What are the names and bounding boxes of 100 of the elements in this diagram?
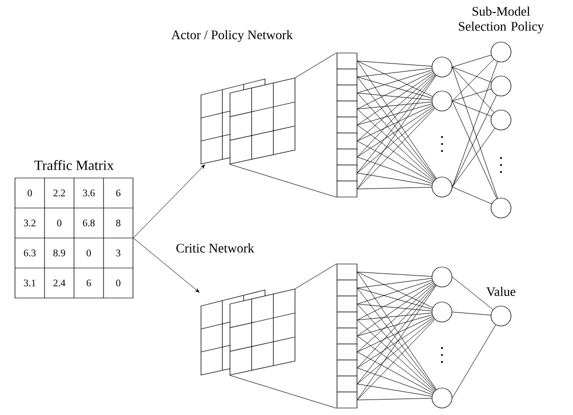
connection-line <box>357 92 436 180</box>
connection-line <box>357 282 434 336</box>
node-label: Traffic Matrix <box>34 160 114 170</box>
connection-line <box>357 140 434 182</box>
neuron-circle <box>490 76 512 96</box>
connection-line <box>357 280 432 304</box>
table-cell: 0 <box>57 220 62 226</box>
connection-line <box>133 164 205 238</box>
vector-cell <box>336 312 358 328</box>
connection-line <box>452 59 494 102</box>
connection-line <box>357 124 434 182</box>
connection-line <box>357 304 432 312</box>
connection-line <box>357 304 436 391</box>
projection-line <box>229 164 337 198</box>
neuron-circle <box>432 388 452 408</box>
connection-line <box>357 70 432 94</box>
connection-line <box>133 238 200 292</box>
connection-line <box>452 128 496 188</box>
vector-cell <box>336 132 358 150</box>
connection-line <box>357 317 434 368</box>
vector-cell <box>336 264 358 280</box>
connection-line <box>357 71 434 110</box>
connection-line <box>357 272 433 308</box>
projection-line <box>295 52 337 78</box>
connection-line <box>357 74 436 158</box>
vector-cell <box>336 376 358 392</box>
connection-line <box>452 100 492 116</box>
connection-line <box>357 105 433 142</box>
connection-line <box>357 72 434 126</box>
table-cell: 0 <box>86 250 91 256</box>
connection-line <box>452 100 497 199</box>
connection-line <box>357 172 432 186</box>
connection-line <box>357 272 432 277</box>
table-cell: 2.2 <box>53 190 65 196</box>
neuron-circle <box>432 302 452 322</box>
connection-line <box>452 324 496 398</box>
connection-line <box>357 60 432 67</box>
connection-line <box>357 106 434 158</box>
neuron-circle <box>490 198 512 218</box>
vector-cell <box>336 296 358 312</box>
connection-line <box>357 60 433 97</box>
table-cell: 6 <box>116 190 120 196</box>
connection-line <box>357 398 432 400</box>
projection-line <box>295 263 337 289</box>
neuron-circle <box>432 90 452 112</box>
projection-line <box>229 375 337 409</box>
connection-line <box>357 284 436 368</box>
vector-cell <box>336 392 358 408</box>
connection-line <box>357 76 432 98</box>
connection-line <box>357 104 432 126</box>
neuron-circle <box>432 176 452 198</box>
table-cell: 6.3 <box>24 250 36 256</box>
connection-line <box>357 316 433 352</box>
connection-line <box>357 92 432 100</box>
table-cell: 3.6 <box>83 190 95 196</box>
vector-cell <box>336 52 358 70</box>
table-cell: 6.8 <box>82 220 95 226</box>
connection-line <box>357 156 433 184</box>
neuron-circle <box>490 110 512 130</box>
vector-cell <box>336 180 358 198</box>
vector-cell <box>336 148 358 166</box>
connection-line <box>357 187 432 190</box>
connection-line <box>452 186 492 204</box>
table-cell: 3.2 <box>24 220 36 226</box>
connection-line <box>357 384 432 397</box>
neuron-circle <box>490 42 512 62</box>
vector-cell <box>336 116 358 134</box>
connection-line <box>357 284 435 352</box>
connection-line <box>357 102 432 110</box>
connection-line <box>357 368 433 395</box>
vector-cell <box>336 84 358 102</box>
value-label: Value <box>486 286 516 296</box>
section-heading: Critic Network <box>176 243 254 253</box>
table-cell: 2.4 <box>53 280 66 286</box>
vector-cell <box>336 360 358 376</box>
connection-line <box>452 54 492 68</box>
connection-line <box>357 278 432 288</box>
connection-line <box>357 312 432 320</box>
connection-line <box>357 281 434 320</box>
connection-line <box>452 95 497 188</box>
conv-layers-drawing <box>200 78 296 164</box>
vector-cell <box>336 164 358 182</box>
vector-cell <box>336 280 358 296</box>
connection-line <box>357 352 434 394</box>
table-cell: 0 <box>28 190 32 196</box>
table-cell: 0 <box>116 280 120 286</box>
connection-line <box>452 66 494 113</box>
section-heading: Sub-Model Selection Policy <box>458 6 544 34</box>
connection-line <box>452 312 491 316</box>
neuron-circle <box>432 266 452 288</box>
conv-layers-drawing <box>200 288 296 376</box>
table-cell: 6 <box>86 280 91 286</box>
connection-line <box>452 88 492 102</box>
neuron-circle <box>432 56 452 78</box>
connection-line <box>357 74 434 142</box>
vector-cell <box>336 100 358 118</box>
table-cell: 8.9 <box>53 250 66 256</box>
connection-line <box>357 314 432 336</box>
connection-line <box>357 288 432 310</box>
table-cell: 3.1 <box>24 280 36 286</box>
